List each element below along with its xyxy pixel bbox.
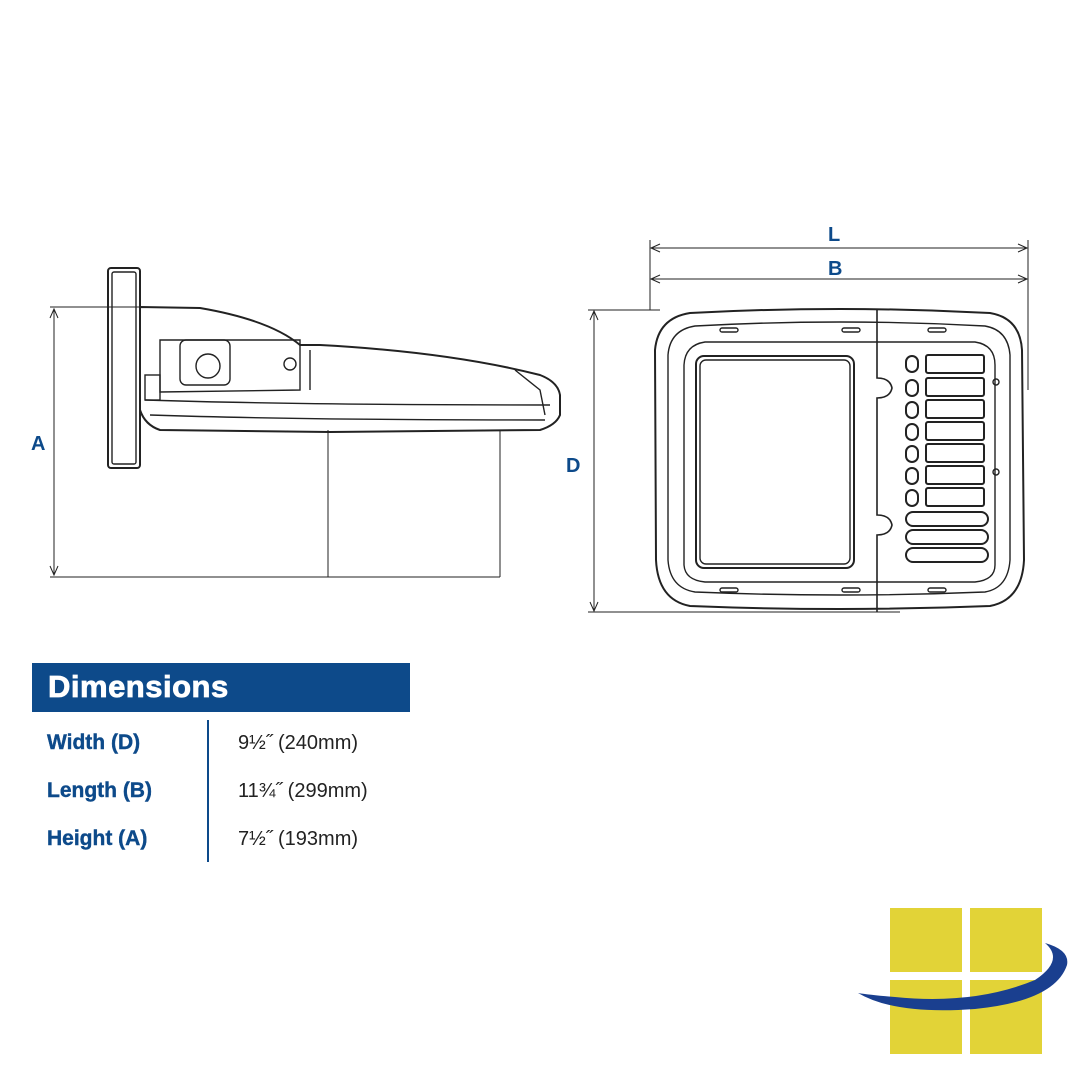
top-view: [653, 308, 1026, 612]
dimension-line-a: [49, 307, 59, 577]
dimensions-table-header: Dimensions: [32, 663, 410, 712]
row-value-height: 7½˝ (193mm): [238, 828, 359, 850]
row-value-width: 9½˝ (240mm): [238, 732, 359, 754]
row-value-length: 11¾˝ (299mm): [238, 780, 368, 802]
side-view: [50, 267, 561, 578]
brand-logo: [858, 908, 1068, 1054]
row-label-width: Width (D): [47, 731, 141, 754]
table-divider: [207, 720, 209, 862]
dimension-label-b: B: [828, 258, 843, 280]
row-label-height: Height (A): [47, 827, 148, 850]
dimension-label-l: L: [828, 224, 841, 246]
row-label-length: Length (B): [47, 779, 152, 802]
dimension-line-l: [649, 240, 1029, 390]
dimension-label-d: D: [566, 455, 581, 477]
dimension-line-d: [588, 309, 900, 613]
dimensions-title: Dimensions: [48, 669, 229, 705]
dimension-label-a: A: [31, 433, 46, 455]
